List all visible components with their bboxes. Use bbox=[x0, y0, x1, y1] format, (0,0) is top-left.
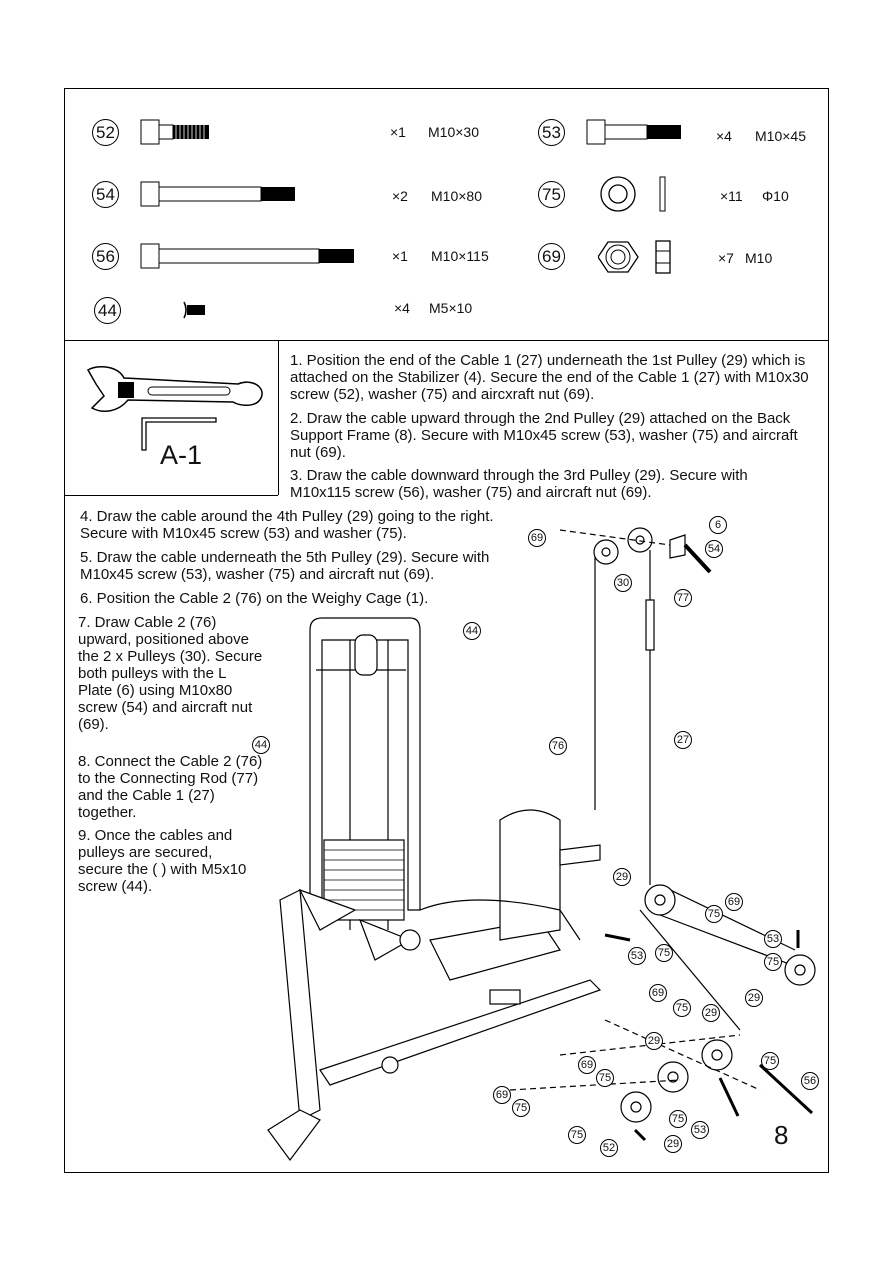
part-number: 52 bbox=[92, 119, 119, 146]
callout: 77 bbox=[674, 589, 692, 607]
divider-tool-bottom bbox=[64, 495, 278, 496]
step-3: 3. Draw the cable downward through the 3… bbox=[290, 467, 748, 501]
part-qty: ×11 bbox=[720, 188, 743, 204]
divider-parts bbox=[64, 340, 829, 341]
screw-icon bbox=[183, 301, 205, 319]
callout: 54 bbox=[705, 540, 723, 558]
wrench-icon bbox=[86, 365, 263, 451]
callout: 27 bbox=[674, 731, 692, 749]
part-size: M10×115 bbox=[431, 248, 489, 264]
callout: 69 bbox=[493, 1086, 511, 1104]
callout: 53 bbox=[628, 947, 646, 965]
callout: 75 bbox=[761, 1052, 779, 1070]
page-number: 8 bbox=[774, 1120, 789, 1150]
part-number: 69 bbox=[538, 243, 565, 270]
step-6: 6. Position the Cable 2 (76) on the Weig… bbox=[80, 590, 429, 607]
step-1: 1. Position the end of the Cable 1 (27) … bbox=[290, 352, 809, 403]
part-number: 54 bbox=[92, 181, 119, 208]
part-number: 75 bbox=[538, 181, 565, 208]
page-frame bbox=[64, 88, 829, 1173]
step-8: 8. Connect the Cable 2 (76) to the Conne… bbox=[78, 753, 263, 821]
callout: 53 bbox=[764, 930, 782, 948]
callout: 52 bbox=[600, 1139, 618, 1157]
part-qty: ×2 bbox=[392, 188, 408, 204]
callout: 29 bbox=[664, 1135, 682, 1153]
part-size: M5×10 bbox=[429, 300, 473, 316]
callout: 30 bbox=[614, 574, 632, 592]
callout: 29 bbox=[702, 1004, 720, 1022]
callout: 76 bbox=[549, 737, 567, 755]
callout: 75 bbox=[669, 1110, 687, 1128]
part-qty: ×4 bbox=[394, 300, 410, 316]
callout: 44 bbox=[252, 736, 270, 754]
step-2: 2. Draw the cable upward through the 2nd… bbox=[290, 410, 798, 461]
part-number: 44 bbox=[94, 297, 121, 324]
step-7: 7. Draw Cable 2 (76) upward, positioned … bbox=[78, 614, 263, 733]
bolt-icon bbox=[140, 243, 354, 269]
divider-tool bbox=[278, 340, 279, 495]
bolt-icon bbox=[586, 119, 681, 145]
callout: 69 bbox=[528, 529, 546, 547]
callout: 29 bbox=[745, 989, 763, 1007]
callout: 44 bbox=[463, 622, 481, 640]
machine-diagram bbox=[267, 527, 816, 1162]
part-qty: ×4 bbox=[716, 128, 732, 144]
callout: 75 bbox=[568, 1126, 586, 1144]
part-size: M10×30 bbox=[428, 124, 479, 140]
bolt-icon bbox=[140, 119, 209, 145]
callout: 75 bbox=[512, 1099, 530, 1117]
callout: 75 bbox=[655, 944, 673, 962]
part-size: M10×45 bbox=[755, 128, 806, 144]
callout: 75 bbox=[673, 999, 691, 1017]
part-qty: ×1 bbox=[390, 124, 406, 140]
part-number: 53 bbox=[538, 119, 565, 146]
callout: 69 bbox=[578, 1056, 596, 1074]
callout: 56 bbox=[801, 1072, 819, 1090]
callout: 75 bbox=[764, 953, 782, 971]
part-size: Φ10 bbox=[762, 188, 789, 204]
step-9: 9. Once the cables and pulleys are secur… bbox=[78, 827, 247, 895]
part-qty: ×7 bbox=[718, 250, 734, 266]
washer-icon bbox=[600, 176, 666, 212]
step-4: 4. Draw the cable around the 4th Pulley … bbox=[80, 508, 494, 542]
callout: 75 bbox=[596, 1069, 614, 1087]
part-size: M10×80 bbox=[431, 188, 482, 204]
callout: 75 bbox=[705, 905, 723, 923]
callout: 53 bbox=[691, 1121, 709, 1139]
callout: 6 bbox=[709, 516, 727, 534]
callout: 69 bbox=[725, 893, 743, 911]
part-number: 56 bbox=[92, 243, 119, 270]
tool-label: A-1 bbox=[160, 440, 203, 470]
callout: 69 bbox=[649, 984, 667, 1002]
part-size: M10 bbox=[745, 250, 773, 266]
callout: 29 bbox=[613, 868, 631, 886]
nut-icon bbox=[598, 240, 671, 274]
step-5: 5. Draw the cable underneath the 5th Pul… bbox=[80, 549, 490, 583]
callout: 29 bbox=[645, 1032, 663, 1050]
bolt-icon bbox=[140, 181, 295, 207]
part-qty: ×1 bbox=[392, 248, 408, 264]
